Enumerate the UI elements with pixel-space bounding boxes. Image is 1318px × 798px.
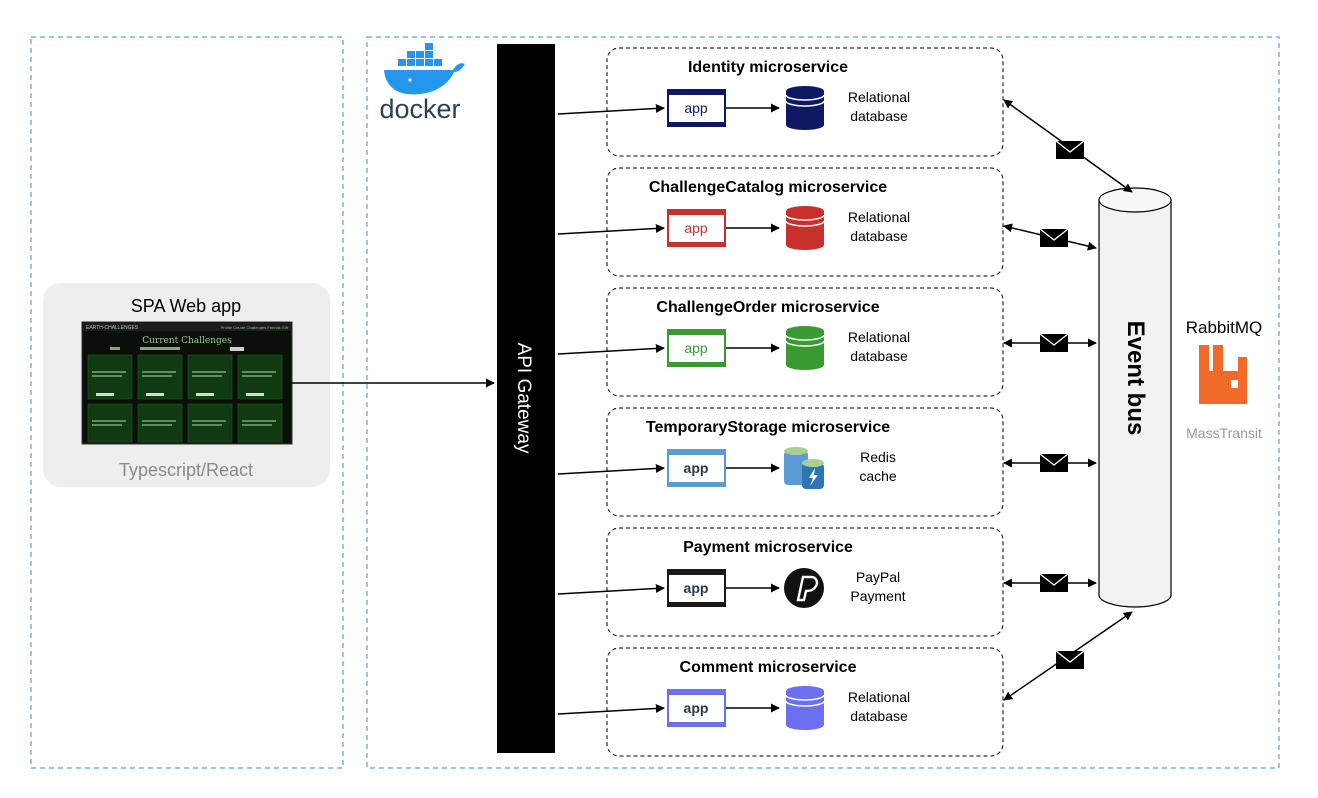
app-label: app (684, 340, 708, 356)
event-bus-cylinder (1098, 187, 1172, 608)
event-bus-label: Event bus (1122, 321, 1149, 436)
microservice-title: ChallengeCatalog microservice (649, 179, 887, 196)
envelope-icon (1055, 140, 1085, 159)
gateway-to-app-arrow (557, 583, 665, 595)
microservices-group: Identity microserviceappRelationaldataba… (557, 47, 1133, 757)
client-zone (30, 36, 344, 769)
gateway-to-app-arrow (557, 463, 665, 475)
envelope-icon (1055, 650, 1085, 669)
docker-label: docker (379, 94, 460, 124)
microservice-catalog: ChallengeCatalog microservice app Relation… (557, 167, 1097, 277)
storage-label-line1: Redis (860, 449, 896, 465)
microservice-title: Identity microservice (688, 59, 848, 76)
gateway-to-app-arrow (557, 343, 665, 355)
spa-screenshot: EARTH-CHALLENGES Profile Create Challeng… (81, 321, 293, 445)
rabbitmq-title: RabbitMQ (1186, 318, 1263, 337)
microservice-identity: Identity microservice app Relational databa… (557, 47, 1133, 193)
screenshot-heading: Current Challenges (142, 336, 232, 346)
storage-label-line2: database (850, 228, 908, 244)
storage-label-line1: Relational (848, 329, 910, 345)
app-window-icon: app (667, 329, 726, 367)
storage-label-line2: database (850, 108, 908, 124)
envelope-icon (1039, 228, 1069, 247)
storage-label-line1: Relational (848, 89, 910, 105)
spa-subtitle: Typescript/React (119, 460, 253, 480)
api-gateway-label: API Gateway (513, 343, 534, 454)
gateway-to-app-arrow (557, 223, 665, 235)
microservice-order: ChallengeOrder microservice app Relational… (557, 287, 1097, 397)
screenshot-nav: Profile Create Challenges Friends Gift (221, 325, 289, 330)
app-window-icon: app (667, 89, 726, 127)
storage-label-line1: PayPal (856, 569, 900, 585)
screenshot-brand: EARTH-CHALLENGES (86, 325, 139, 331)
envelope-icon (1039, 333, 1069, 352)
app-window-icon: app (667, 209, 726, 247)
storage-label-line2: cache (859, 468, 897, 484)
app-label: app (684, 220, 708, 236)
microservice-temporary: TemporaryStorage microservice app Redis cac… (557, 407, 1097, 517)
storage-label-line2: database (850, 708, 908, 724)
app-label: app (684, 460, 709, 476)
gateway-to-app-arrow (557, 703, 665, 715)
paypal-icon (784, 568, 824, 608)
microservice-title: Payment microservice (683, 539, 853, 556)
masstransit-label: MassTransit (1186, 425, 1262, 441)
app-label: app (684, 700, 709, 716)
database-icon (785, 326, 825, 370)
docker-zone (366, 36, 1280, 769)
app-window-icon: app (667, 569, 726, 607)
microservice-title: TemporaryStorage microservice (646, 419, 890, 436)
docker-icon (384, 43, 465, 95)
gateway-to-app-arrow (557, 103, 665, 115)
envelope-icon (1039, 453, 1069, 472)
storage-label-line2: database (850, 348, 908, 364)
app-label: app (684, 100, 708, 116)
storage-label-line1: Relational (848, 689, 910, 705)
app-window-icon: app (667, 689, 726, 727)
database-icon (785, 206, 825, 250)
storage-label-line2: Payment (850, 588, 905, 604)
microservice-comment: Comment microservice app Relational databas… (557, 611, 1133, 757)
app-label: app (684, 580, 709, 596)
database-icon (785, 686, 825, 730)
envelope-icon (1039, 573, 1069, 592)
microservice-title: ChallengeOrder microservice (656, 299, 879, 316)
app-window-icon: app (667, 449, 726, 487)
microservice-title: Comment microservice (680, 659, 857, 676)
api-gateway-bar (497, 44, 555, 753)
redis-cache-icon (784, 447, 824, 489)
spa-title: SPA Web app (131, 296, 241, 316)
rabbitmq-icon (1199, 345, 1247, 404)
storage-label-line1: Relational (848, 209, 910, 225)
database-icon (785, 86, 825, 130)
